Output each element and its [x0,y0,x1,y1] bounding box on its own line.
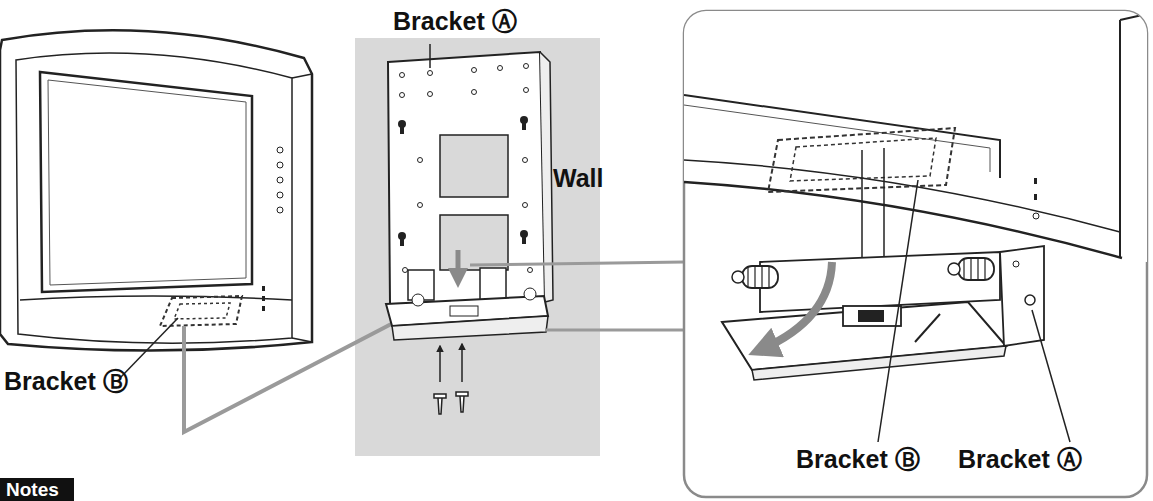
node-text: Notes [6,479,68,501]
hinge-tab [480,268,506,300]
tv-led [1034,194,1037,200]
screw [456,392,468,412]
down-arrow [883,148,885,264]
tv-edge [292,74,312,342]
mount-hole [528,268,533,273]
hinge-cap [732,271,744,283]
bracket-b-hidden [790,138,936,181]
leader-line [429,44,431,68]
tv-button [277,192,283,198]
bracket-plate [388,52,545,304]
keyhole [522,234,526,244]
mount-hole [523,203,528,208]
tv-body [684,11,1147,262]
shelf-latch [843,306,901,326]
bracket-window [440,135,508,197]
part-label: Bracket Ⓑ [796,444,920,474]
shelf-latch [450,306,478,316]
tv-base-line [20,296,292,300]
mount-hole [524,64,529,69]
mount-hole [418,203,423,208]
mount-hole [403,268,408,273]
hinge [742,266,778,288]
tv-led [1034,178,1037,184]
leader-line [120,318,178,378]
mount-hole [428,71,433,76]
down-arrow [861,150,863,266]
mount-hole [418,158,423,163]
tv-front-view [0,30,312,350]
tv-led [1033,213,1039,219]
bracket-shelf-edge [752,346,1006,380]
mount-hole [498,66,503,71]
mount-hole [428,92,433,97]
tv-body [0,30,312,350]
tv-led [262,296,265,301]
tv-led [262,306,265,311]
keyhole [400,236,404,246]
screw-arrow [439,346,441,382]
tv-button [277,147,283,153]
mount-hole [472,90,477,95]
mount-hole [524,88,529,93]
zoom-frame [684,11,1147,497]
keyhole [400,124,404,134]
notes-heading: Notes [0,478,74,501]
mount-holes [400,64,533,273]
bracket-window [440,215,508,270]
tv-screen-inner [48,80,246,285]
spring-coil [748,266,769,288]
zoom-line [470,262,684,265]
keyholes [398,116,528,246]
part-label: Bracket Ⓑ [4,366,128,396]
tv-front [16,53,292,343]
tv-side-edge [1120,14,1147,258]
mount-hole [400,73,405,78]
tv-bezel-line [684,160,1120,232]
tv-button [277,177,283,183]
tv-button [277,207,283,213]
hinge [958,258,994,280]
bracket-shelf-edge [392,316,548,340]
mount-hole [1013,261,1019,267]
hinge-spring [732,258,994,288]
shelf-slot [915,314,940,342]
bracket-b-hidden [174,303,230,319]
mount-hole [472,68,477,73]
tv-button [277,162,283,168]
screw-arrow [461,344,463,382]
leader-line [878,180,918,442]
spring-coil [964,258,985,280]
wall-surface [355,38,600,456]
part-label: Bracket Ⓐ [393,6,517,36]
hinge [524,288,536,300]
tv-screen [40,72,252,292]
tilt-arrow [760,262,832,350]
tv-screen-edge [684,105,990,172]
screw [434,394,446,414]
mount-hole [400,93,405,98]
leader-line [1032,310,1070,442]
part-label: Bracket Ⓐ [958,444,1082,474]
zoom-line [545,329,684,332]
mount-hole [523,158,528,163]
bracket-b-hidden [160,296,242,326]
shelf-latch-slot [858,310,884,322]
hinge [412,294,424,306]
insert-arrow [456,250,461,280]
part-label: Wall [553,163,603,193]
keyhole [522,120,526,130]
tv-bottom-edge [684,182,1122,258]
wall-bracket-a [386,52,553,414]
hinge-cap [948,263,960,275]
tv-led [262,286,265,291]
mount-hole [1025,295,1035,305]
